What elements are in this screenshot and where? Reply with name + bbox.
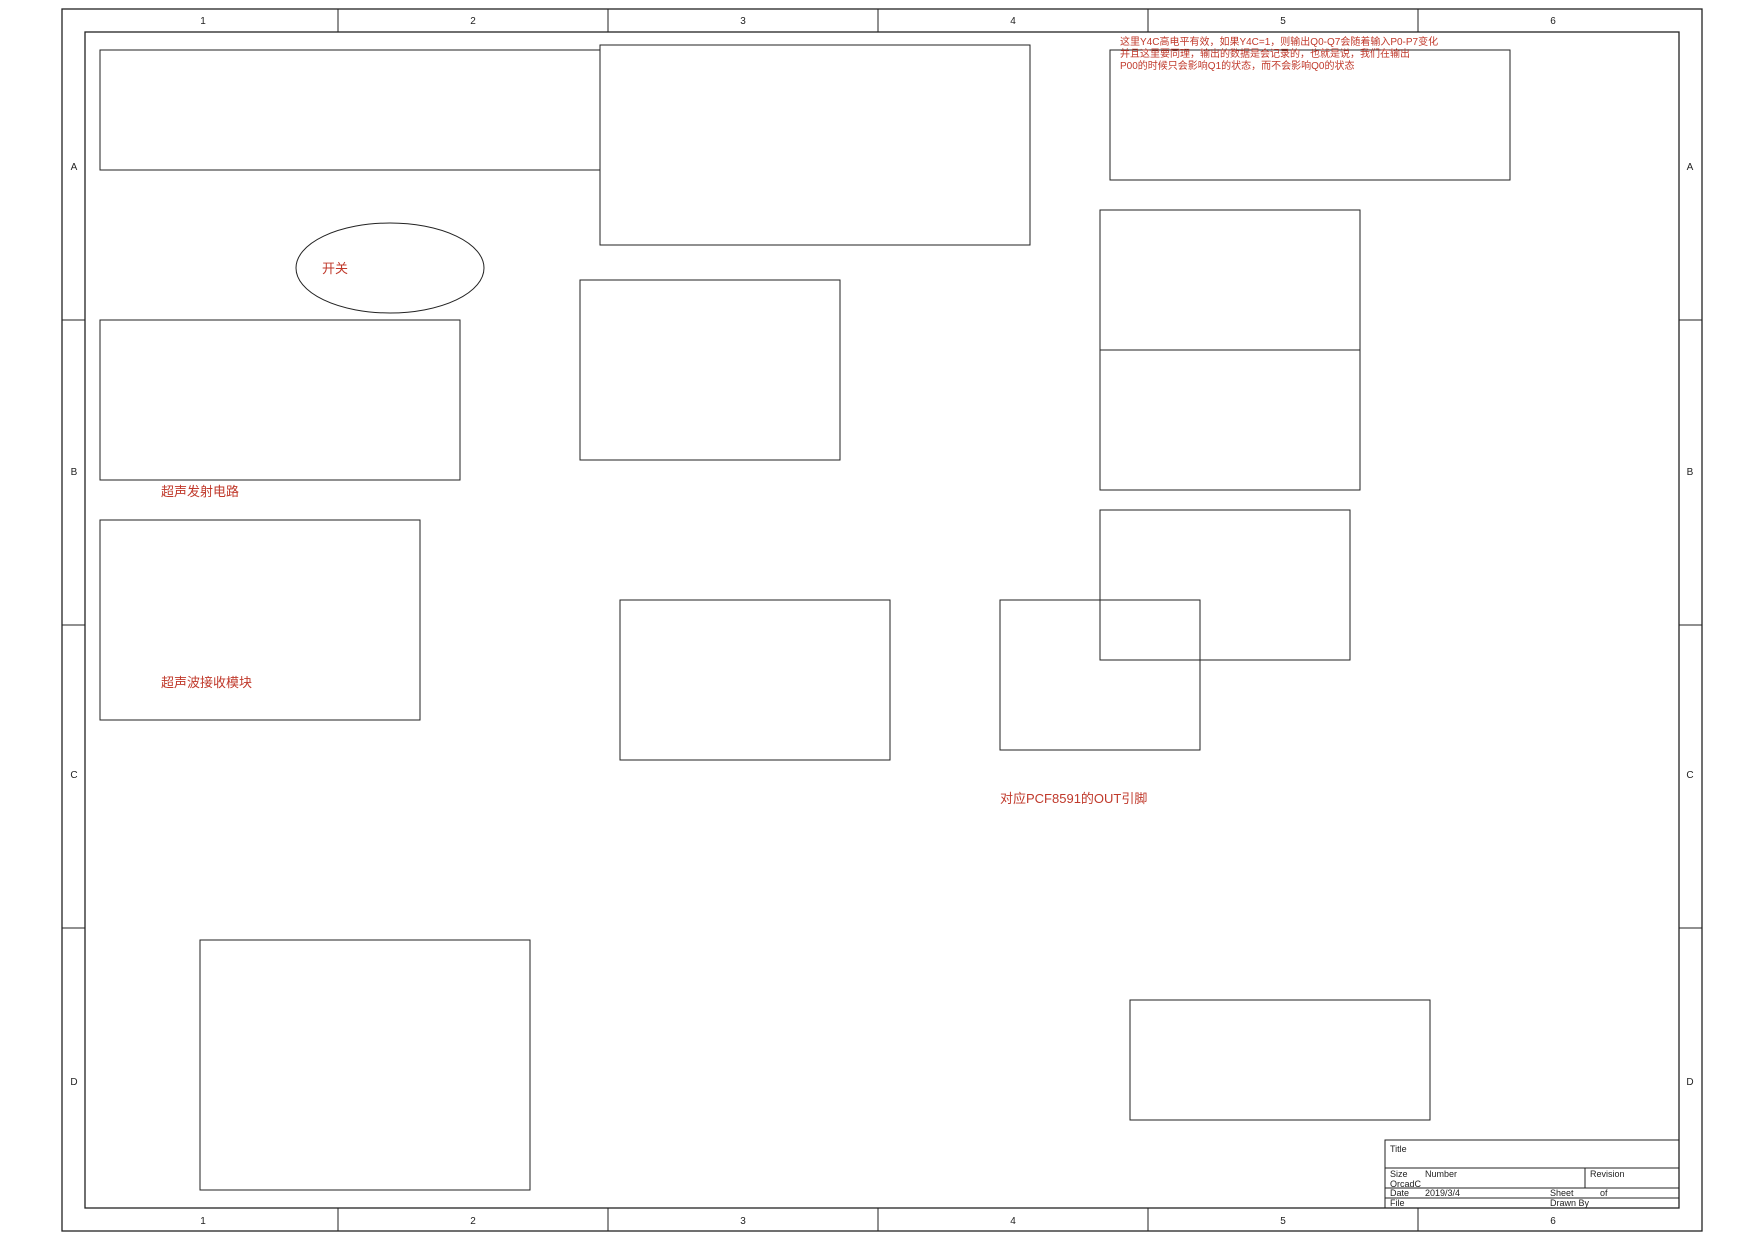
title-block bbox=[1384, 1139, 1680, 1209]
row-letter-c-right: C bbox=[1686, 770, 1693, 781]
inner-border bbox=[84, 31, 1680, 1209]
row-letter-b: B bbox=[71, 467, 78, 478]
col-num-3: 3 bbox=[740, 16, 746, 27]
top-note-2: 并且这里要同理，输出的数据是会记录的，也就是说，我们在输出 bbox=[1120, 47, 1410, 60]
size-label: Size bbox=[1390, 1169, 1408, 1179]
row-dividers bbox=[62, 319, 1702, 929]
column-numbers-bottom: 1 2 3 4 5 6 bbox=[200, 1216, 1556, 1227]
col-num-6: 6 bbox=[1550, 16, 1556, 27]
column-dividers bbox=[337, 9, 1419, 1231]
row-letter-a-right: A bbox=[1687, 162, 1694, 173]
file-label: File bbox=[1390, 1198, 1405, 1208]
zone-label-tx: 超声发射电路 bbox=[161, 484, 239, 499]
col-num-2: 2 bbox=[470, 16, 476, 27]
col-num-5-bottom: 5 bbox=[1280, 1216, 1286, 1227]
date-label: Date bbox=[1390, 1188, 1409, 1198]
col-num-5: 5 bbox=[1280, 16, 1286, 27]
number-label: Number bbox=[1425, 1169, 1457, 1179]
col-num-1-bottom: 1 bbox=[200, 1216, 206, 1227]
outer-border bbox=[61, 8, 1703, 1232]
size-value: OrcadC bbox=[1390, 1179, 1422, 1189]
row-letter-a: A bbox=[71, 162, 78, 173]
row-letters-left: A B C D bbox=[70, 162, 77, 1088]
zone-label-pcf: 对应PCF8591的OUT引脚 bbox=[1000, 791, 1147, 806]
col-num-3-bottom: 3 bbox=[740, 1216, 746, 1227]
col-num-2-bottom: 2 bbox=[470, 1216, 476, 1227]
top-note-1: 这里Y4C高电平有效，如果Y4C=1，则输出Q0-Q7会随着输入P0-P7变化 bbox=[1120, 35, 1438, 48]
switch-ellipse bbox=[295, 222, 485, 314]
of-label: of bbox=[1600, 1188, 1608, 1198]
date-value: 2019/3/4 bbox=[1425, 1188, 1460, 1198]
col-num-6-bottom: 6 bbox=[1550, 1216, 1556, 1227]
col-num-4: 4 bbox=[1010, 16, 1016, 27]
row-letters-right: A B C D bbox=[1686, 162, 1693, 1088]
row-letter-b-right: B bbox=[1687, 467, 1694, 478]
row-letter-c: C bbox=[70, 770, 77, 781]
col-num-4-bottom: 4 bbox=[1010, 1216, 1016, 1227]
column-numbers-top: 1 2 3 4 5 6 bbox=[200, 16, 1556, 27]
zone-label-switch: 开关 bbox=[322, 261, 348, 276]
col-num-1: 1 bbox=[200, 16, 206, 27]
zone-label-rx: 超声波接收模块 bbox=[161, 675, 252, 690]
row-letter-d: D bbox=[70, 1077, 77, 1088]
row-letter-d-right: D bbox=[1686, 1077, 1693, 1088]
drawn-by-label: Drawn By bbox=[1550, 1198, 1590, 1208]
top-note-3: P00的时候只会影响Q1的状态，而不会影响Q0的状态 bbox=[1120, 59, 1354, 72]
title-label: Title bbox=[1390, 1144, 1407, 1154]
zone-blocks bbox=[99, 44, 1511, 1191]
revision-label: Revision bbox=[1590, 1169, 1625, 1179]
sheet-label: Sheet bbox=[1550, 1188, 1574, 1198]
